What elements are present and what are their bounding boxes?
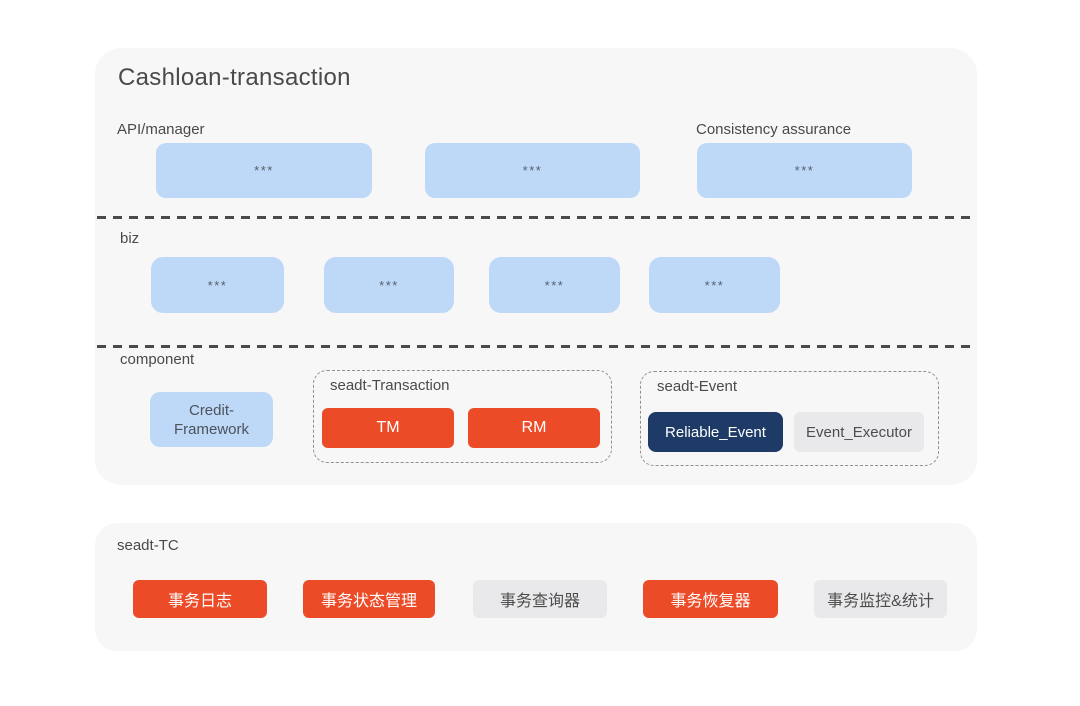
api-manager-label: API/manager (117, 121, 205, 138)
tx-monitor-stats-button: 事务监控&统计 (814, 580, 947, 618)
biz-box: *** (489, 257, 620, 313)
api-box: *** (156, 143, 372, 198)
consistency-box: *** (697, 143, 912, 198)
seadt-event-label: seadt-Event (657, 378, 738, 395)
tx-state-mgmt-button: 事务状态管理 (303, 580, 435, 618)
tx-query-button: 事务查询器 (473, 580, 607, 618)
component-label: component (120, 351, 195, 368)
seadt-transaction-label: seadt-Transaction (330, 377, 450, 394)
layer-separator (97, 345, 973, 348)
reliable-event-button: Reliable_Event (648, 412, 783, 452)
event-executor-button: Event_Executor (794, 412, 924, 452)
credit-framework-label: Credit-Framework (173, 401, 249, 438)
seadt-transaction-group: seadt-Transaction TM RM (313, 370, 612, 463)
seadt-tc-panel: seadt-TC 事务日志 事务状态管理 事务查询器 事务恢复器 事务监控&统计 (95, 523, 977, 651)
tx-log-button: 事务日志 (133, 580, 267, 618)
diagram-title: Cashloan-transaction (118, 64, 351, 91)
biz-box: *** (649, 257, 780, 313)
credit-framework-box: Credit-Framework (150, 392, 273, 447)
seadt-tc-label: seadt-TC (117, 537, 179, 554)
tm-button: TM (322, 408, 454, 448)
layer-separator (97, 216, 973, 219)
tx-recovery-button: 事务恢复器 (643, 580, 778, 618)
rm-button: RM (468, 408, 600, 448)
api-box: *** (425, 143, 640, 198)
biz-box: *** (324, 257, 454, 313)
biz-box: *** (151, 257, 284, 313)
consistency-assurance-label: Consistency assurance (696, 121, 852, 138)
biz-label: biz (120, 230, 140, 247)
seadt-event-group: seadt-Event Reliable_Event Event_Executo… (640, 371, 939, 466)
cashloan-transaction-panel: Cashloan-transaction API/manager Consist… (95, 48, 977, 485)
